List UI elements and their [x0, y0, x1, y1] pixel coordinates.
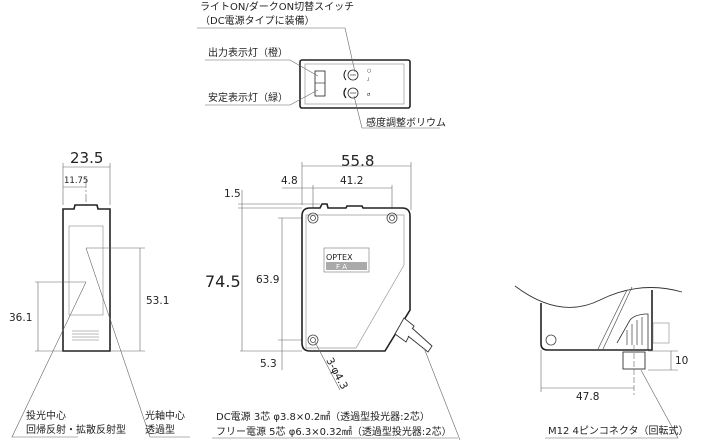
stability-indicator-label: 安定表示灯（緑）	[208, 91, 288, 104]
dim-width-side: 23.5	[70, 149, 103, 167]
break-line	[514, 285, 683, 308]
logo-text: OPTEX	[326, 253, 353, 262]
dim-emitter-height: 36.1	[9, 312, 32, 324]
dim-offset: 4.8	[281, 175, 298, 187]
switch-label-note: （DC電源タイプに装備）	[200, 14, 315, 27]
top-panel	[304, 63, 405, 105]
emitter-center-label: 投光中心	[26, 409, 66, 422]
axis-center-type: 透過型	[145, 423, 175, 436]
dim-hole-pitch-x: 41.2	[340, 175, 363, 187]
svg-text:┘: ┘	[366, 77, 370, 84]
output-indicator-label: 出力表示灯（橙）	[208, 46, 288, 59]
dim-connector-height: 10	[675, 355, 688, 367]
cable-spec-free: フリー電源 5芯 φ6.3×0.32㎟（透過型投光器:2芯）	[216, 425, 452, 438]
side-body	[62, 204, 111, 352]
top-body	[299, 59, 411, 109]
emitter-center-type: 回帰反射・拡散反射型	[26, 423, 126, 436]
dim-hole-pitch-y: 63.9	[256, 274, 279, 286]
top-view: ライトON/ダークON切替スイッチ （DC電源タイプに装備） 出力表示灯（橙） …	[197, 0, 446, 129]
dim-half-width: 11.75	[64, 176, 88, 186]
dim-height: 74.5	[205, 272, 241, 291]
lens-window	[68, 225, 104, 316]
logo-subtext: F A	[336, 263, 347, 271]
dim-width-front: 55.8	[341, 152, 374, 170]
indicator-window	[314, 70, 326, 97]
mount-hole-icon	[307, 212, 319, 224]
front-body	[301, 203, 411, 352]
front-view: 55.8 4.8 41.2 1.5 74.5 63.9 5.3 OPTEX F …	[205, 152, 461, 440]
volume-knob-icon	[347, 87, 359, 99]
dim-top-offset: 1.5	[224, 188, 241, 200]
switch-label: ライトON/ダークON切替スイッチ	[200, 0, 354, 13]
mount-holes-label: 3-φ4.3	[323, 356, 350, 392]
axis-center-label: 光軸中心	[145, 409, 185, 422]
mount-hole-icon	[307, 334, 319, 346]
cable-spec-dc: DC電源 3芯 φ3.8×0.2㎟（透過型投光器:2芯）	[216, 410, 430, 423]
connector-label: M12 4ピンコネクタ（回転式）	[548, 424, 689, 437]
side-view: 23.5 11.75 53.1 36.1 投光中心 回帰反射・拡散反射型 光軸中…	[9, 149, 190, 438]
sensitivity-volume-label: 感度調整ボリウム	[366, 116, 446, 129]
cable-gland	[394, 317, 433, 353]
side-connector	[652, 322, 670, 344]
mount-hole-icon	[545, 334, 557, 346]
connector-view: 10 47.8 M12 4ピンコネクタ（回転式）	[514, 285, 689, 439]
mount-hole-icon	[386, 212, 398, 224]
switch-icon	[347, 69, 359, 81]
dim-connector-offset: 47.8	[576, 391, 599, 403]
svg-text:○: ○	[367, 68, 371, 74]
dim-bottom-offset: 5.3	[260, 358, 277, 370]
dim-optical-axis: 53.1	[146, 295, 169, 307]
logo-plate	[323, 247, 370, 273]
svg-text:σ: σ	[367, 92, 371, 98]
